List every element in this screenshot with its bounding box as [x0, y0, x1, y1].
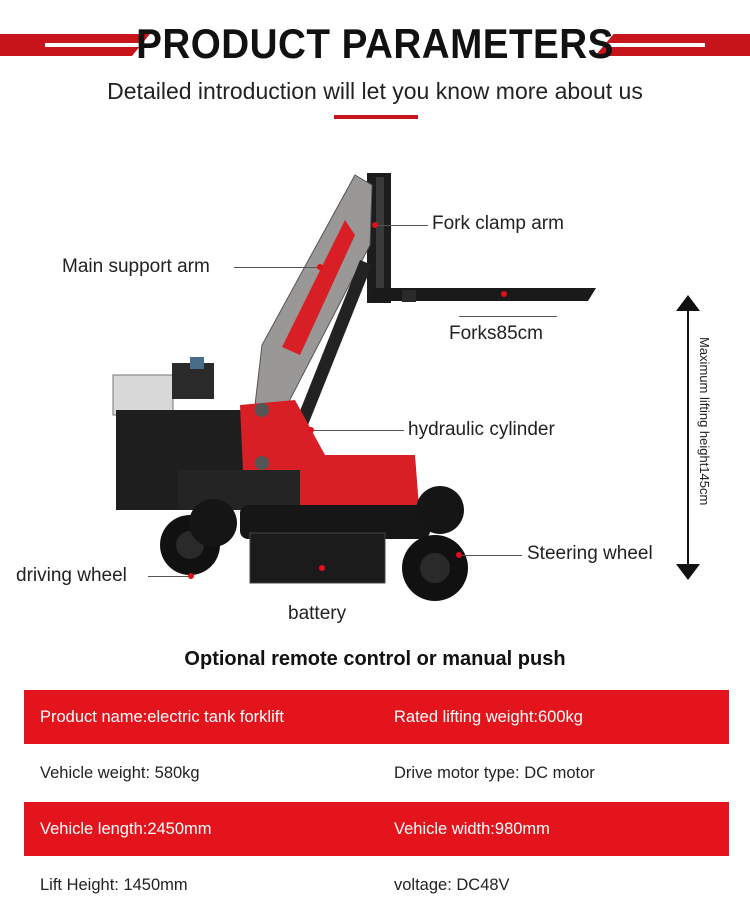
subtitle-underline [334, 115, 418, 119]
spec-cell: Vehicle weight: 580kg [40, 763, 200, 782]
spec-row: Vehicle length:2450mm Vehicle width:980m… [24, 802, 729, 856]
page-header: PRODUCT PARAMETERS Detailed introduction… [0, 0, 750, 125]
spec-cell: Vehicle length:2450mm [40, 819, 212, 838]
callout-dot-steering-wheel [456, 552, 462, 558]
callout-main-support-arm: Main support arm [62, 256, 210, 277]
spec-row: Product name:electric tank forklift Rate… [24, 690, 729, 744]
callout-fork-clamp-arm: Fork clamp arm [432, 213, 564, 234]
callout-forks: Forks85cm [449, 323, 543, 344]
callout-dot-forks [501, 291, 507, 297]
header-left-stripe-line [45, 43, 140, 47]
callout-hydraulic-cylinder: hydraulic cylinder [408, 419, 555, 440]
callout-line-fork-clamp-arm [376, 225, 428, 226]
callout-dot-battery [319, 565, 325, 571]
spec-cell: voltage: DC48V [394, 875, 510, 894]
spec-cell: Lift Height: 1450mm [40, 875, 188, 894]
spec-cell: Rated lifting weight:600kg [394, 707, 583, 726]
callout-steering-wheel: Steering wheel [527, 543, 653, 564]
optional-note: Optional remote control or manual push [184, 648, 566, 670]
callout-driving-wheel: driving wheel [16, 565, 127, 586]
callout-dot-fork-clamp-arm [372, 222, 378, 228]
callout-line-steering-wheel [460, 555, 522, 556]
height-arrow [676, 295, 700, 580]
callout-dot-driving-wheel [188, 573, 194, 579]
header-right-stripe-line [605, 43, 705, 47]
callout-line-hydraulic-cylinder [312, 430, 404, 431]
callout-line-driving-wheel [148, 576, 190, 577]
callout-line-main-support-arm [234, 267, 320, 268]
spec-cell: Drive motor type: DC motor [394, 763, 595, 782]
callout-battery: battery [288, 603, 347, 624]
callout-dot-main-support-arm [317, 264, 323, 270]
spec-cell: Vehicle width:980mm [394, 819, 550, 838]
callout-dot-hydraulic-cylinder [308, 427, 314, 433]
forklift-drawing [112, 173, 596, 601]
callout-line-forks [459, 316, 557, 317]
max-lifting-height-label: Maximum lifting height145cm [697, 337, 712, 506]
spec-row: Lift Height: 1450mm voltage: DC48V [24, 858, 729, 912]
spec-row: Vehicle weight: 580kg Drive motor type: … [24, 746, 729, 800]
page-subtitle: Detailed introduction will let you know … [107, 78, 643, 104]
page-title: PRODUCT PARAMETERS [136, 20, 614, 67]
spec-cell: Product name:electric tank forklift [40, 707, 284, 726]
forklift-illustration: Fork clamp arm Main support arm Forks85c… [0, 125, 750, 635]
